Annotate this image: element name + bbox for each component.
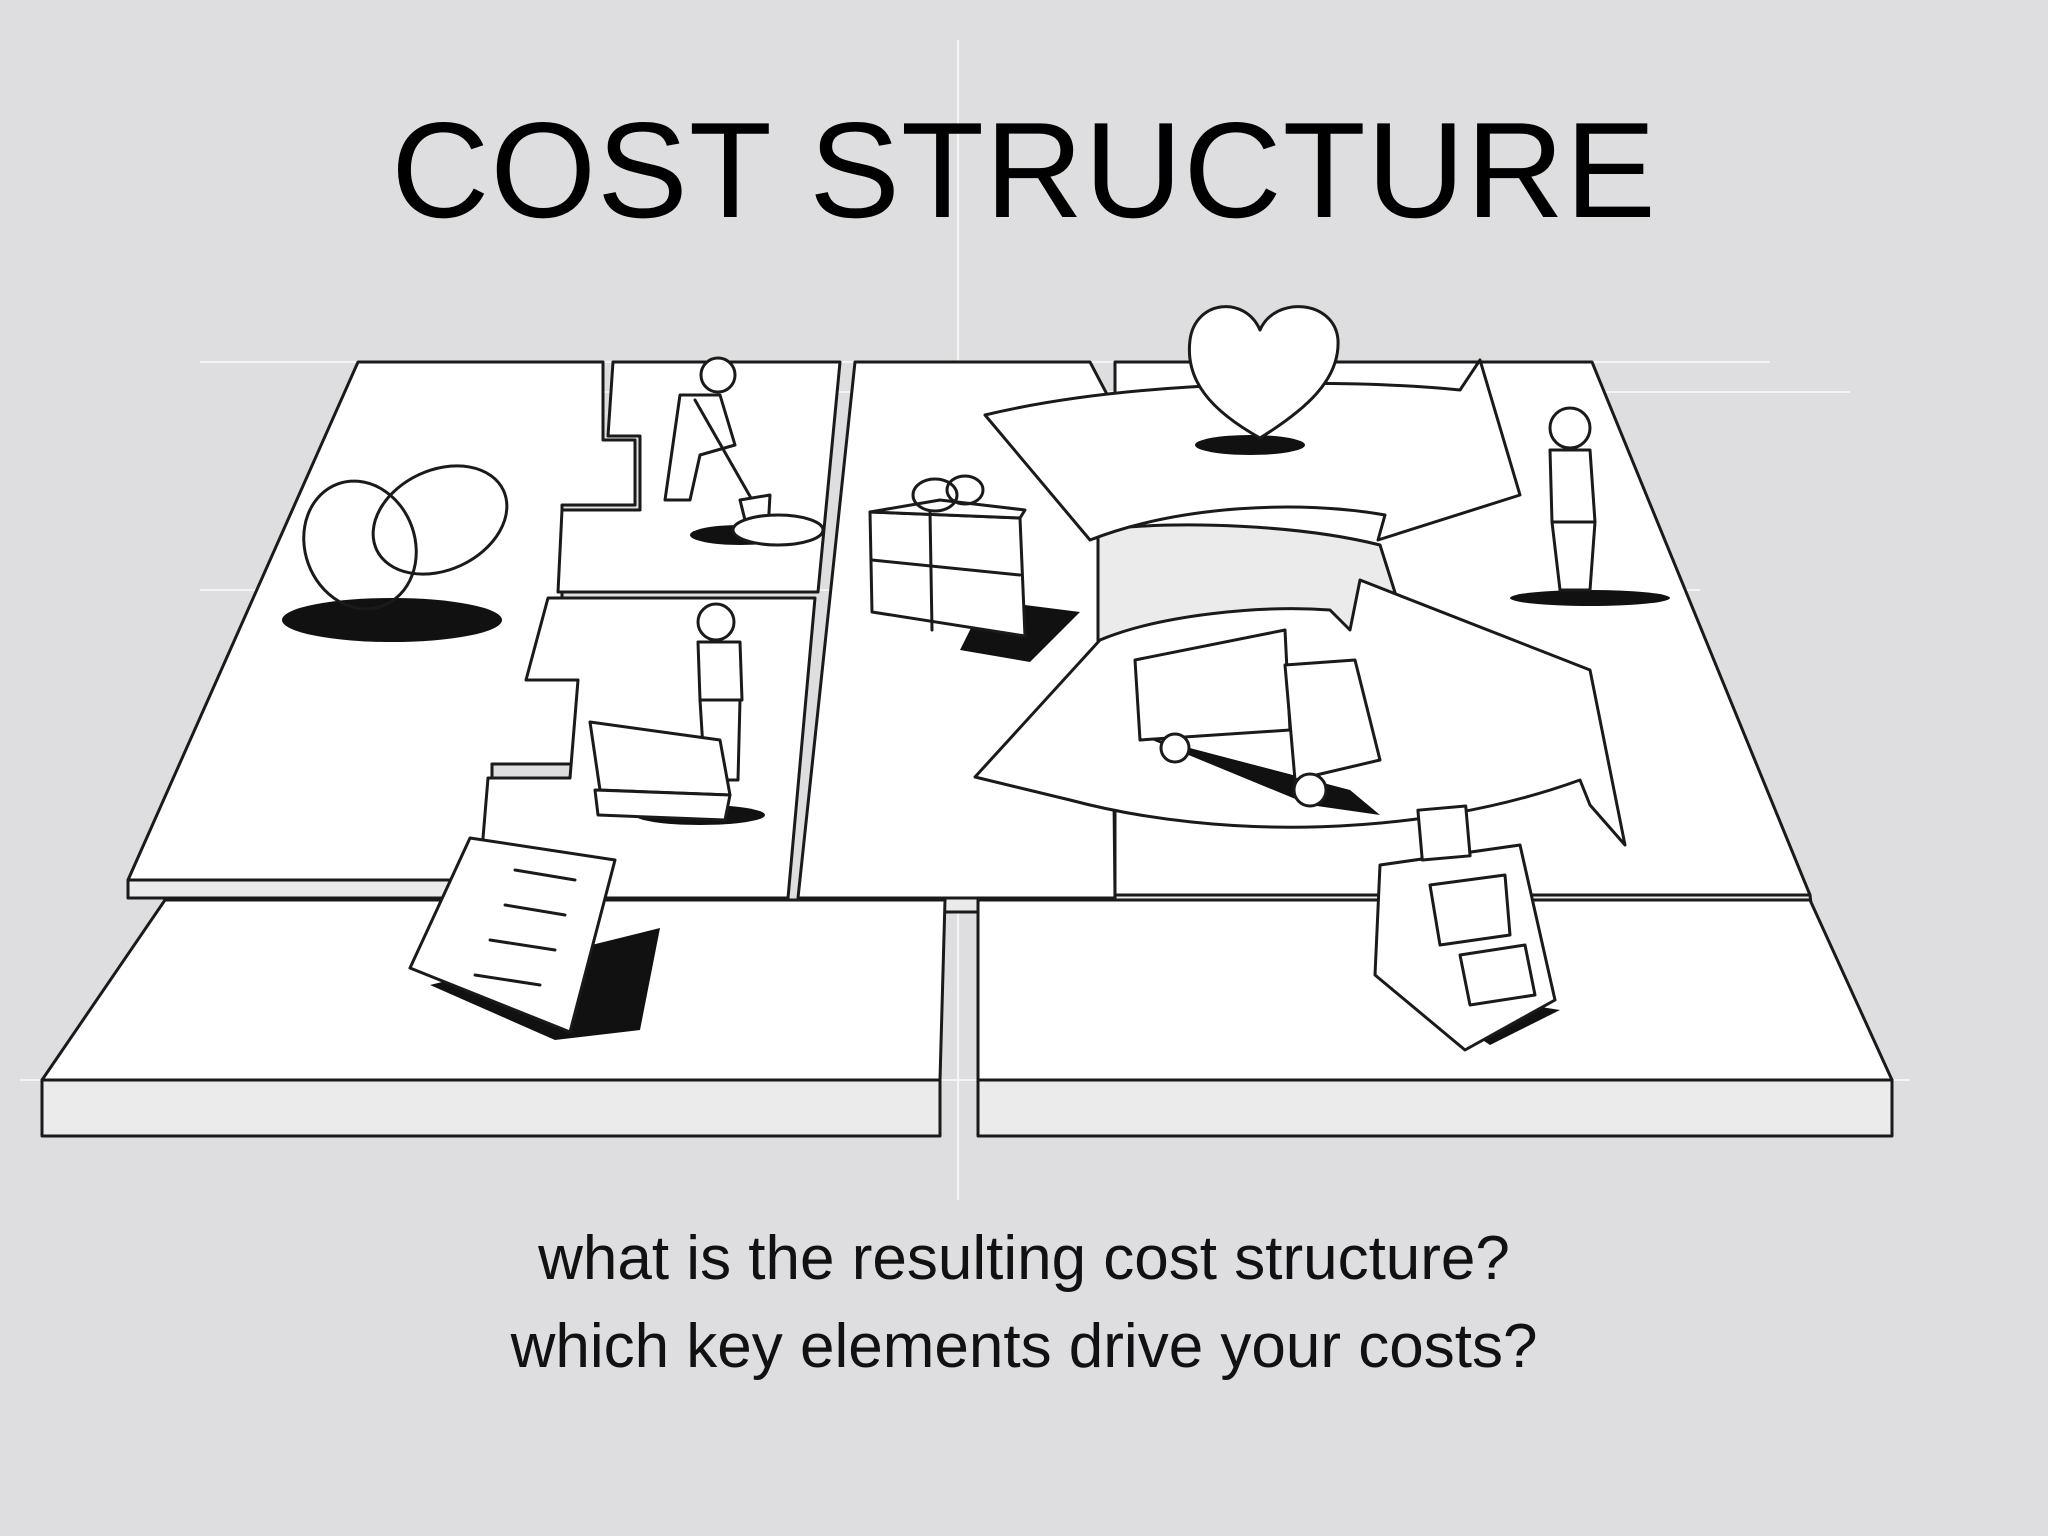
- standing-person-icon: [1510, 406, 1670, 606]
- gift-box-icon: [868, 474, 1080, 662]
- person-with-machine-icon: [588, 602, 765, 825]
- rings-icon: [282, 464, 509, 642]
- truck-icon: [1133, 628, 1382, 815]
- question-2: which key elements drive your costs?: [510, 1312, 1538, 1381]
- digging-person-icon: [663, 356, 825, 547]
- page-title: COST STRUCTURE: [391, 94, 1657, 246]
- heart-icon: [1187, 305, 1340, 455]
- question-1: what is the resulting cost structure?: [538, 1224, 1510, 1293]
- cash-register-icon: [1373, 804, 1560, 1052]
- invoice-icon: [408, 836, 660, 1040]
